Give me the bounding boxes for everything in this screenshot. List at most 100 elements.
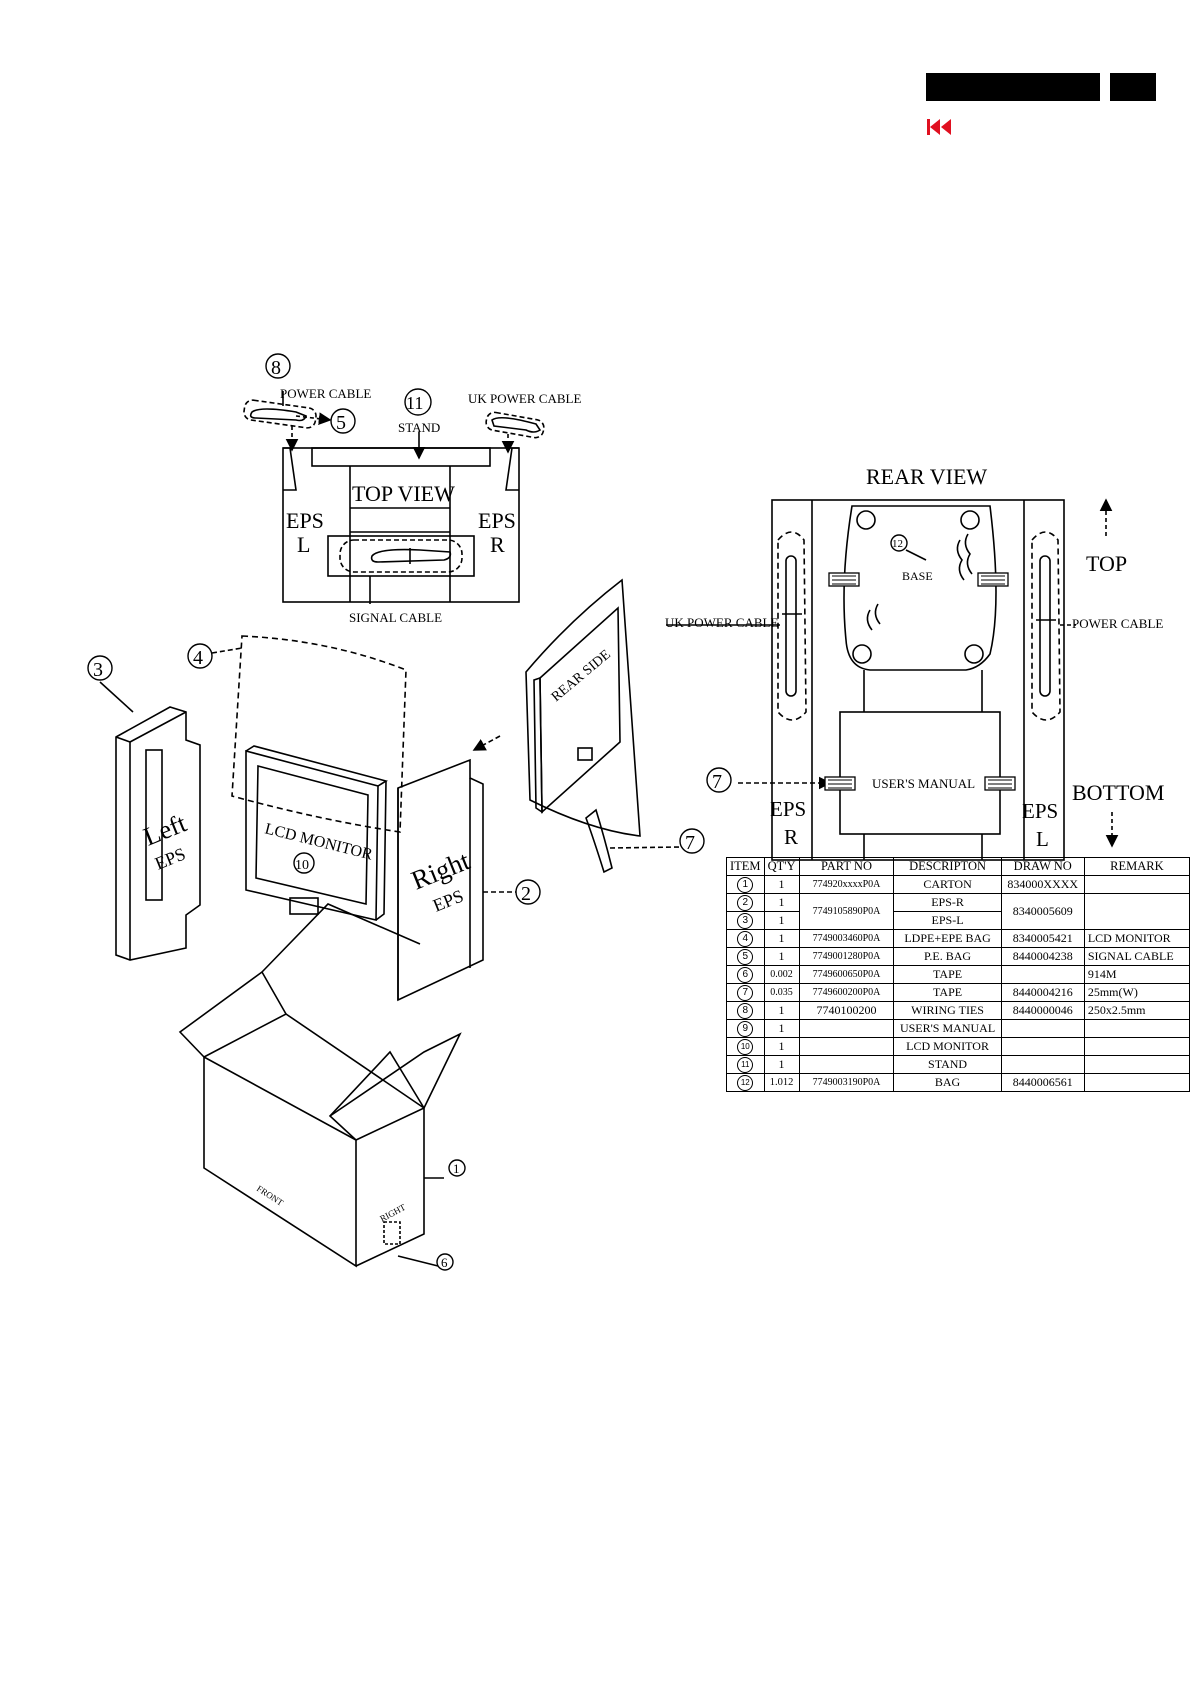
description-cell: TAPE [893,983,1002,1002]
part-no-cell [798,1055,895,1074]
rear-uk-power-cable-label: UK POWER CABLE [665,615,778,630]
draw-no-cell: 8440004216 [1000,983,1085,1002]
rear-power-cable-label: POWER CABLE [1072,616,1163,631]
callout-6: 6 [441,1255,448,1270]
qty-cell: 1 [763,875,800,894]
qty-cell: 1 [763,929,800,948]
remark-cell: SIGNAL CABLE [1083,947,1190,966]
draw-no-cell [1000,965,1085,984]
qty-cell: 1.012 [763,1073,800,1092]
draw-no-cell: 8340005421 [1000,929,1085,948]
callout-12: 12 [892,538,903,550]
callout-7-rear: 7 [712,771,722,793]
tape-patches [824,572,1016,791]
remark-cell [1083,875,1190,894]
base-label: BASE [902,569,933,583]
right-eps-label-2: EPS [430,886,466,916]
part-no-cell [798,1019,895,1038]
table-row: 11 1 STAND [726,1055,1190,1074]
description-cell: LCD MONITOR [893,1037,1002,1056]
qty-cell: 0.035 [763,983,800,1002]
description-cell: P.E. BAG [893,947,1002,966]
item-number: 11 [737,1057,754,1073]
item-number: 4 [737,931,754,947]
table-row: 5 1 7749001280P0A P.E. BAG 8440004238 SI… [726,947,1190,966]
header-bar-page [1110,73,1156,101]
callout-1: 1 [453,1161,460,1176]
stand-label: STAND [398,420,440,435]
callout-3: 3 [93,659,103,681]
qty-cell: 0.002 [763,965,800,984]
right-eps-label-1: Right [407,845,474,895]
callout-11: 11 [406,393,423,413]
remark-cell: LCD MONITOR [1083,929,1190,948]
description-cell: EPS-L [893,911,1002,930]
part-no-cell [798,1037,895,1056]
header-remark: REMARK [1083,857,1190,876]
table-row: 3 1 EPS-L [726,911,1190,930]
callout-10: 10 [295,858,309,873]
previous-page-button[interactable] [925,116,953,138]
remark-cell: 250x2.5mm [1083,1001,1190,1020]
callout-4: 4 [193,647,203,669]
rear-eps-l-1: EPS [1022,799,1058,823]
rear-eps-l-2: L [1036,827,1049,851]
item-number: 8 [737,1003,754,1019]
part-no-cell: 7749105890P0A [798,893,895,930]
draw-no-cell: 8440004238 [1000,947,1085,966]
qty-cell: 1 [763,1037,800,1056]
draw-no-cell: 8440006561 [1000,1073,1085,1092]
uk-power-cable-label: UK POWER CABLE [468,391,581,406]
skip-back-icon [927,119,951,135]
item-number: 3 [737,913,754,929]
table-row: 4 1 7749003460P0A LDPE+EPE BAG 834000542… [726,929,1190,948]
part-no-cell: 7749001280P0A [798,947,895,966]
remark-cell [1083,1037,1190,1056]
top-view-eps-right-1: EPS [478,508,516,533]
lcd-monitor-label: LCD MONITOR [263,820,375,863]
description-cell: CARTON [893,875,1002,894]
item-number: 2 [737,895,754,911]
part-no-cell: 7749003190P0A [798,1073,895,1092]
table-row: 2 1 7749105890P0A EPS-R 8340005609 [726,893,1190,930]
part-no-cell: 7740100200 [798,1001,895,1020]
qty-cell: 1 [763,911,800,930]
callout-5: 5 [336,412,346,434]
bottom-direction-label: BOTTOM [1072,780,1165,805]
rear-eps-r-2: R [784,825,798,849]
callout-2: 2 [521,883,531,905]
header-bar-title [926,73,1100,101]
item-number: 12 [737,1075,754,1091]
draw-no-cell: 8440000046 [1000,1001,1085,1020]
description-cell: LDPE+EPE BAG [893,929,1002,948]
item-number: 10 [737,1039,754,1055]
callout-8: 8 [271,357,281,379]
top-view-eps-right-2: R [490,532,505,557]
part-no-cell: 7749600200P0A [798,983,895,1002]
part-no-cell: 774920xxxxP0A [798,875,895,894]
qty-cell: 1 [763,1019,800,1038]
rear-view-title: REAR VIEW [866,464,987,489]
remark-cell: 25mm(W) [1083,983,1190,1002]
users-manual-label: USER'S MANUAL [872,776,975,791]
description-cell: TAPE [893,965,1002,984]
item-number: 9 [737,1021,754,1037]
description-cell: STAND [893,1055,1002,1074]
table-row: 12 1.012 7749003190P0A BAG 8440006561 [726,1073,1190,1092]
qty-cell: 1 [763,1055,800,1074]
remark-cell [1083,1019,1190,1038]
callouts [87,353,908,1271]
header-part-no: PART NO [798,857,895,876]
rear-side-label: REAR SIDE [549,647,614,705]
qty-cell: 1 [763,947,800,966]
power-cable-label: POWER CABLE [280,386,371,401]
description-cell: WIRING TIES [893,1001,1002,1020]
description-cell: USER'S MANUAL [893,1019,1002,1038]
item-number: 5 [737,949,754,965]
parts-table: ITEM QT'Y PART NO DESCRIPTON DRAW NO REM… [726,857,1190,1092]
part-no-cell: 7749003460P0A [798,929,895,948]
item-number: 1 [737,877,754,893]
draw-no-cell: 8340005609 [1000,893,1085,930]
top-view-title: TOP VIEW [352,481,455,506]
